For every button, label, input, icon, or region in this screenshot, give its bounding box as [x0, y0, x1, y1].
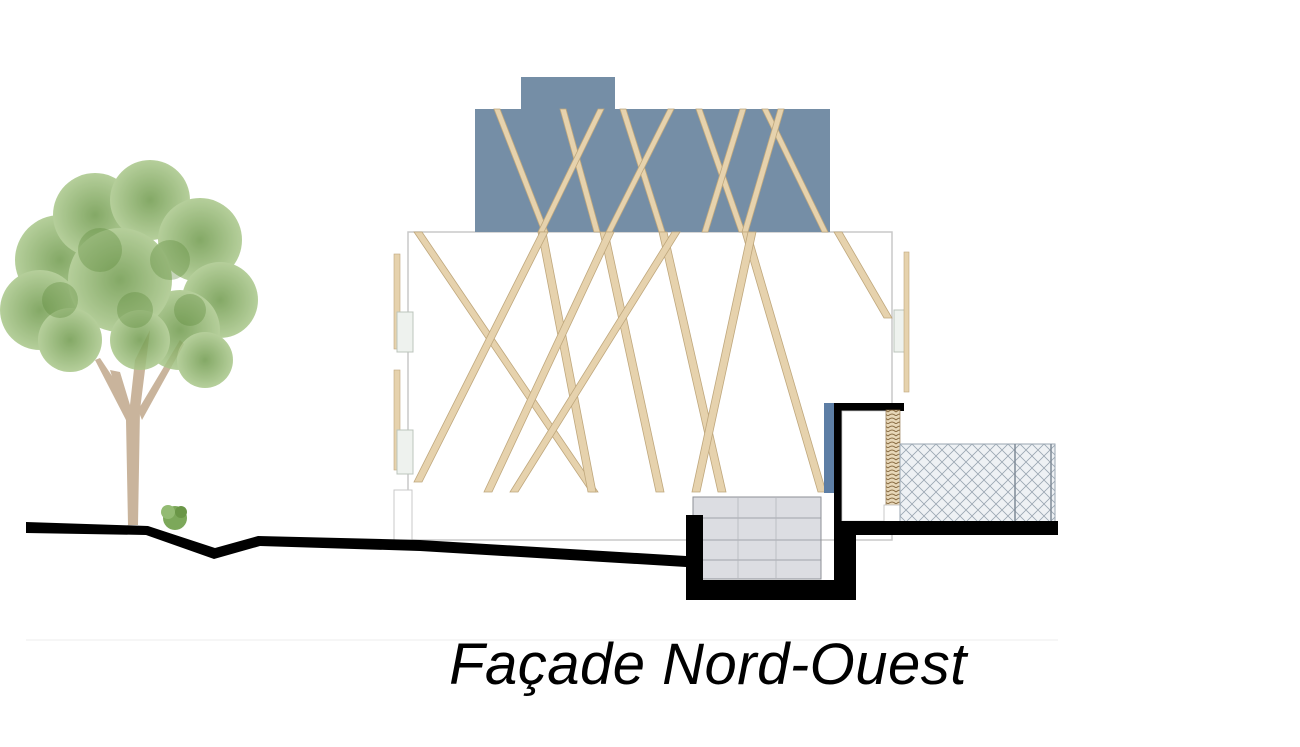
lower-block	[692, 496, 822, 580]
drawing-caption: Façade Nord-Ouest	[449, 632, 967, 697]
wire-mesh-fence	[899, 443, 1056, 523]
tree-illustration	[0, 160, 258, 525]
right-annex	[824, 403, 904, 524]
timber-braces	[413, 108, 893, 493]
shrub-illustration	[161, 505, 187, 530]
ground-section	[26, 515, 1058, 600]
